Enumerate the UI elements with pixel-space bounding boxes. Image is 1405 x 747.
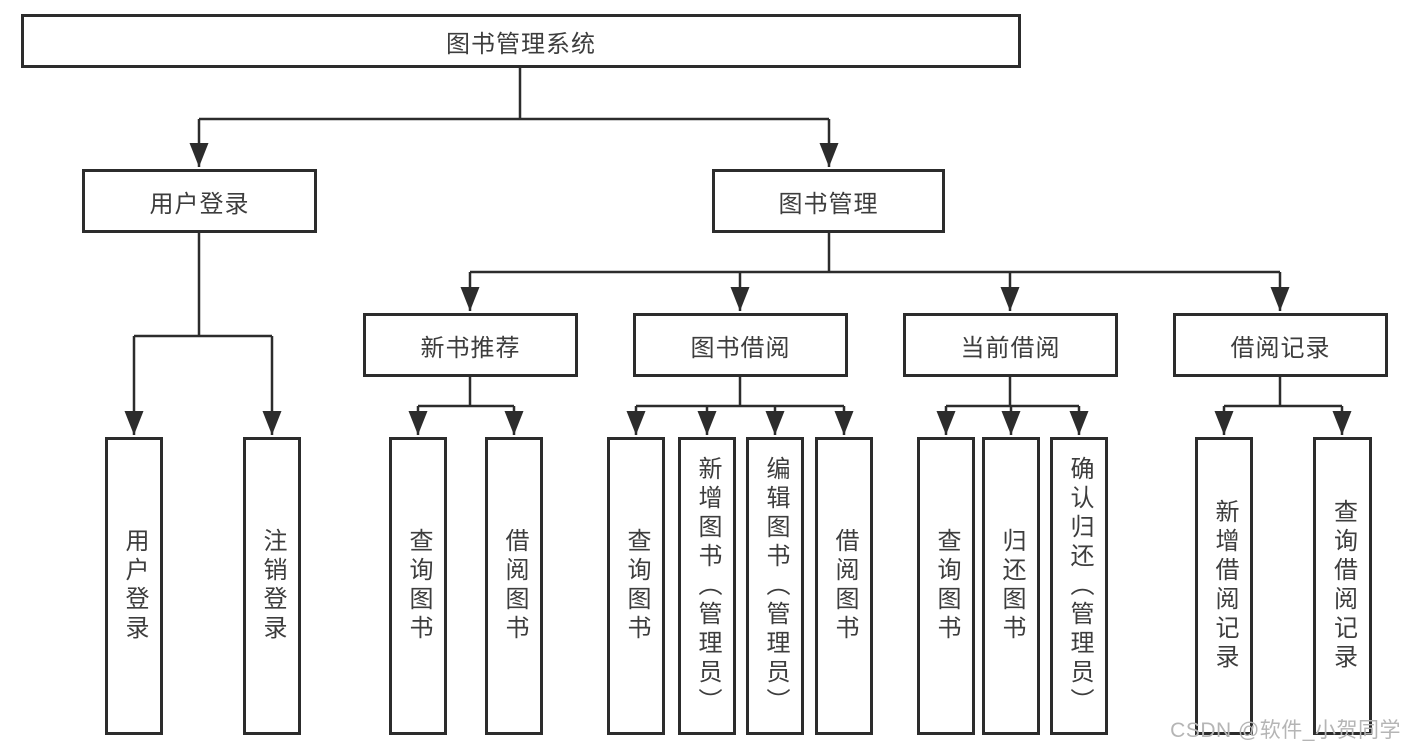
- node-user-login: 用户登录: [82, 169, 317, 233]
- current-borrow-connectors: [936, 375, 1089, 435]
- leaf-add-book-admin: 新增图书（管理员）: [678, 437, 736, 735]
- book-management-connectors: [460, 231, 1290, 311]
- leaf-add-borrow-record: 新增借阅记录: [1195, 437, 1253, 735]
- node-library-management-system: 图书管理系统: [21, 14, 1021, 68]
- user-login-connectors: [124, 231, 282, 435]
- leaf-borrow-books-recommend: 借阅图书: [485, 437, 543, 735]
- book-borrow-connectors: [626, 375, 854, 435]
- new-book-recommend-connectors: [408, 375, 524, 435]
- leaf-confirm-return-admin: 确认归还（管理员）: [1050, 437, 1108, 735]
- root-connectors: [189, 66, 839, 167]
- node-borrow-records: 借阅记录: [1173, 313, 1388, 377]
- leaf-edit-book-admin: 编辑图书（管理员）: [746, 437, 804, 735]
- node-book-borrow: 图书借阅: [633, 313, 848, 377]
- leaf-user-login: 用户登录: [105, 437, 163, 735]
- node-book-management: 图书管理: [712, 169, 945, 233]
- node-new-book-recommend: 新书推荐: [363, 313, 578, 377]
- leaf-return-book: 归还图书: [982, 437, 1040, 735]
- leaf-query-books-current: 查询图书: [917, 437, 975, 735]
- node-current-borrow: 当前借阅: [903, 313, 1118, 377]
- leaf-query-borrow-record: 查询借阅记录: [1313, 437, 1372, 735]
- leaf-query-books-borrow: 查询图书: [607, 437, 665, 735]
- borrow-record-connectors: [1214, 375, 1352, 435]
- leaf-query-books-recommend: 查询图书: [389, 437, 447, 735]
- leaf-borrow-books: 借阅图书: [815, 437, 873, 735]
- leaf-logout: 注销登录: [243, 437, 301, 735]
